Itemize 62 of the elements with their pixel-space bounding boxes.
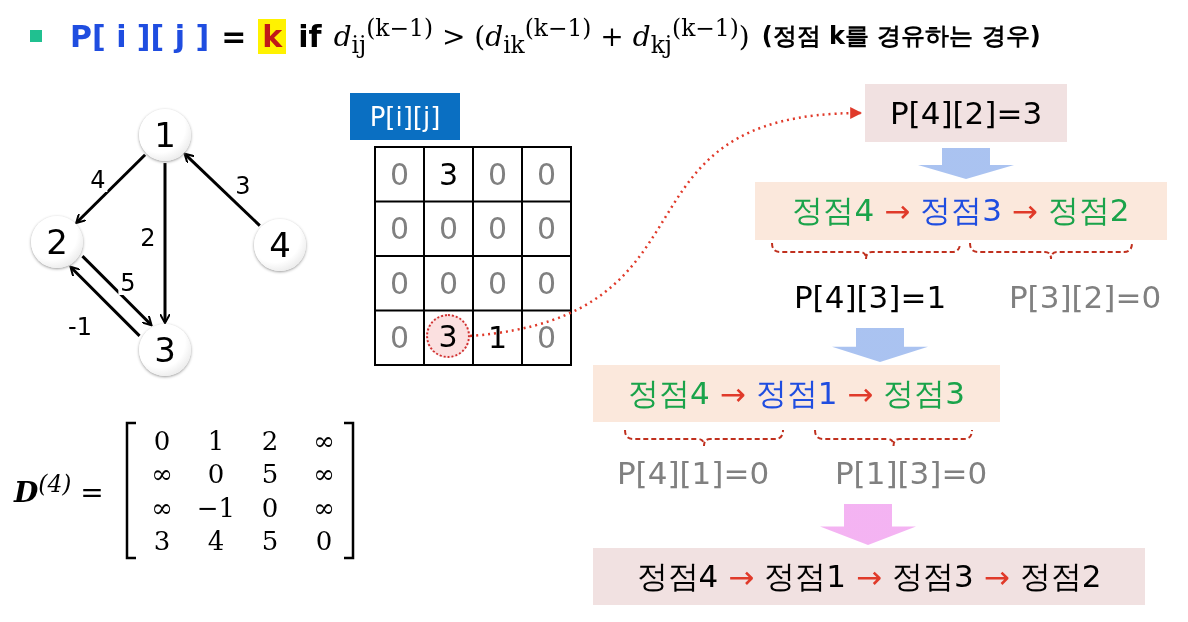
arrow bbox=[69, 265, 141, 337]
result-box: P[4][2]=3 bbox=[865, 84, 1067, 142]
result-box: 정점4 → 정점1 → 정점3 → 정점2 bbox=[593, 548, 1145, 605]
path-formula: P[1][3]=0 bbox=[815, 448, 1007, 498]
matrix-value: 3 bbox=[152, 525, 172, 558]
table-value: 0 bbox=[389, 156, 410, 192]
matrix-value: ∞ bbox=[150, 491, 174, 524]
path-box: 정점4 → 정점3 → 정점2 bbox=[755, 182, 1167, 240]
arrow bbox=[183, 152, 261, 227]
matrix-name: D$^{(4)}$ = bbox=[14, 470, 104, 510]
table-value: 0 bbox=[389, 265, 410, 301]
matrix-value: ∞ bbox=[312, 424, 336, 457]
table-value: 0 bbox=[389, 211, 410, 246]
block-arrow bbox=[832, 328, 928, 362]
path-formula: P[3][2]=0 bbox=[990, 272, 1180, 322]
block-arrow bbox=[820, 504, 916, 545]
table-value: 0 bbox=[487, 211, 508, 246]
arrow bbox=[75, 153, 147, 224]
graph-vertex: 4 bbox=[254, 219, 306, 271]
matrix-value: ∞ bbox=[312, 458, 336, 491]
matrix-value: 0 bbox=[314, 525, 334, 558]
matrix-value: 0 bbox=[260, 491, 280, 524]
table-value: 0 bbox=[487, 265, 508, 301]
table-header: P[i][j] bbox=[350, 93, 460, 140]
formula-text: d$_{ij}$$^{(k−1)}$ > (d$_{ik}$$^{(k−1)}$ + d$_{kj}$$^{(k−1)}$) bbox=[333, 14, 750, 59]
highlighted-cell: 3 bbox=[426, 314, 470, 358]
highlighted-variable: k bbox=[258, 18, 287, 54]
dotted-arrow bbox=[469, 107, 863, 338]
matrix-value: ∞ bbox=[150, 458, 174, 491]
path-formula: P[4][1]=0 bbox=[598, 448, 788, 498]
matrix-value: 5 bbox=[260, 525, 280, 558]
formula-text: = bbox=[221, 18, 247, 54]
matrix-value: 0 bbox=[206, 458, 226, 491]
table-value: 0 bbox=[438, 211, 459, 246]
table-value: 0 bbox=[536, 211, 557, 246]
matrix-value: 1 bbox=[206, 424, 226, 457]
edge-label: 4 bbox=[88, 168, 108, 192]
matrix-value: 5 bbox=[260, 458, 280, 491]
table-value: 0 bbox=[438, 265, 459, 301]
path-formula: P[4][3]=1 bbox=[770, 272, 970, 322]
formula-text: if bbox=[298, 18, 322, 54]
graph-vertex: 3 bbox=[139, 324, 191, 376]
table-value: 0 bbox=[389, 320, 410, 355]
table-value: 0 bbox=[536, 156, 557, 192]
note-text: (정점 k를 경유하는 경우) bbox=[761, 21, 1041, 53]
arrow bbox=[159, 163, 171, 324]
matrix-value: 4 bbox=[206, 525, 226, 558]
table-value: 3 bbox=[438, 156, 459, 192]
graph-vertex: 1 bbox=[139, 109, 191, 161]
table-value: 0 bbox=[536, 265, 557, 301]
matrix-value: 2 bbox=[260, 424, 280, 457]
matrix-value: −1 bbox=[195, 491, 237, 524]
path-box: 정점4 → 정점1 → 정점3 bbox=[593, 365, 1000, 422]
matrix-value: ∞ bbox=[312, 491, 336, 524]
arrow bbox=[81, 255, 153, 327]
formula-text: P[ i ][ j ] bbox=[70, 18, 210, 54]
block-arrow bbox=[918, 148, 1014, 179]
table-value: 1 bbox=[487, 320, 508, 355]
matrix-value: 0 bbox=[152, 424, 172, 457]
table-value: 0 bbox=[536, 320, 557, 355]
graph-vertex: 2 bbox=[31, 216, 83, 268]
table-value: 0 bbox=[487, 156, 508, 192]
